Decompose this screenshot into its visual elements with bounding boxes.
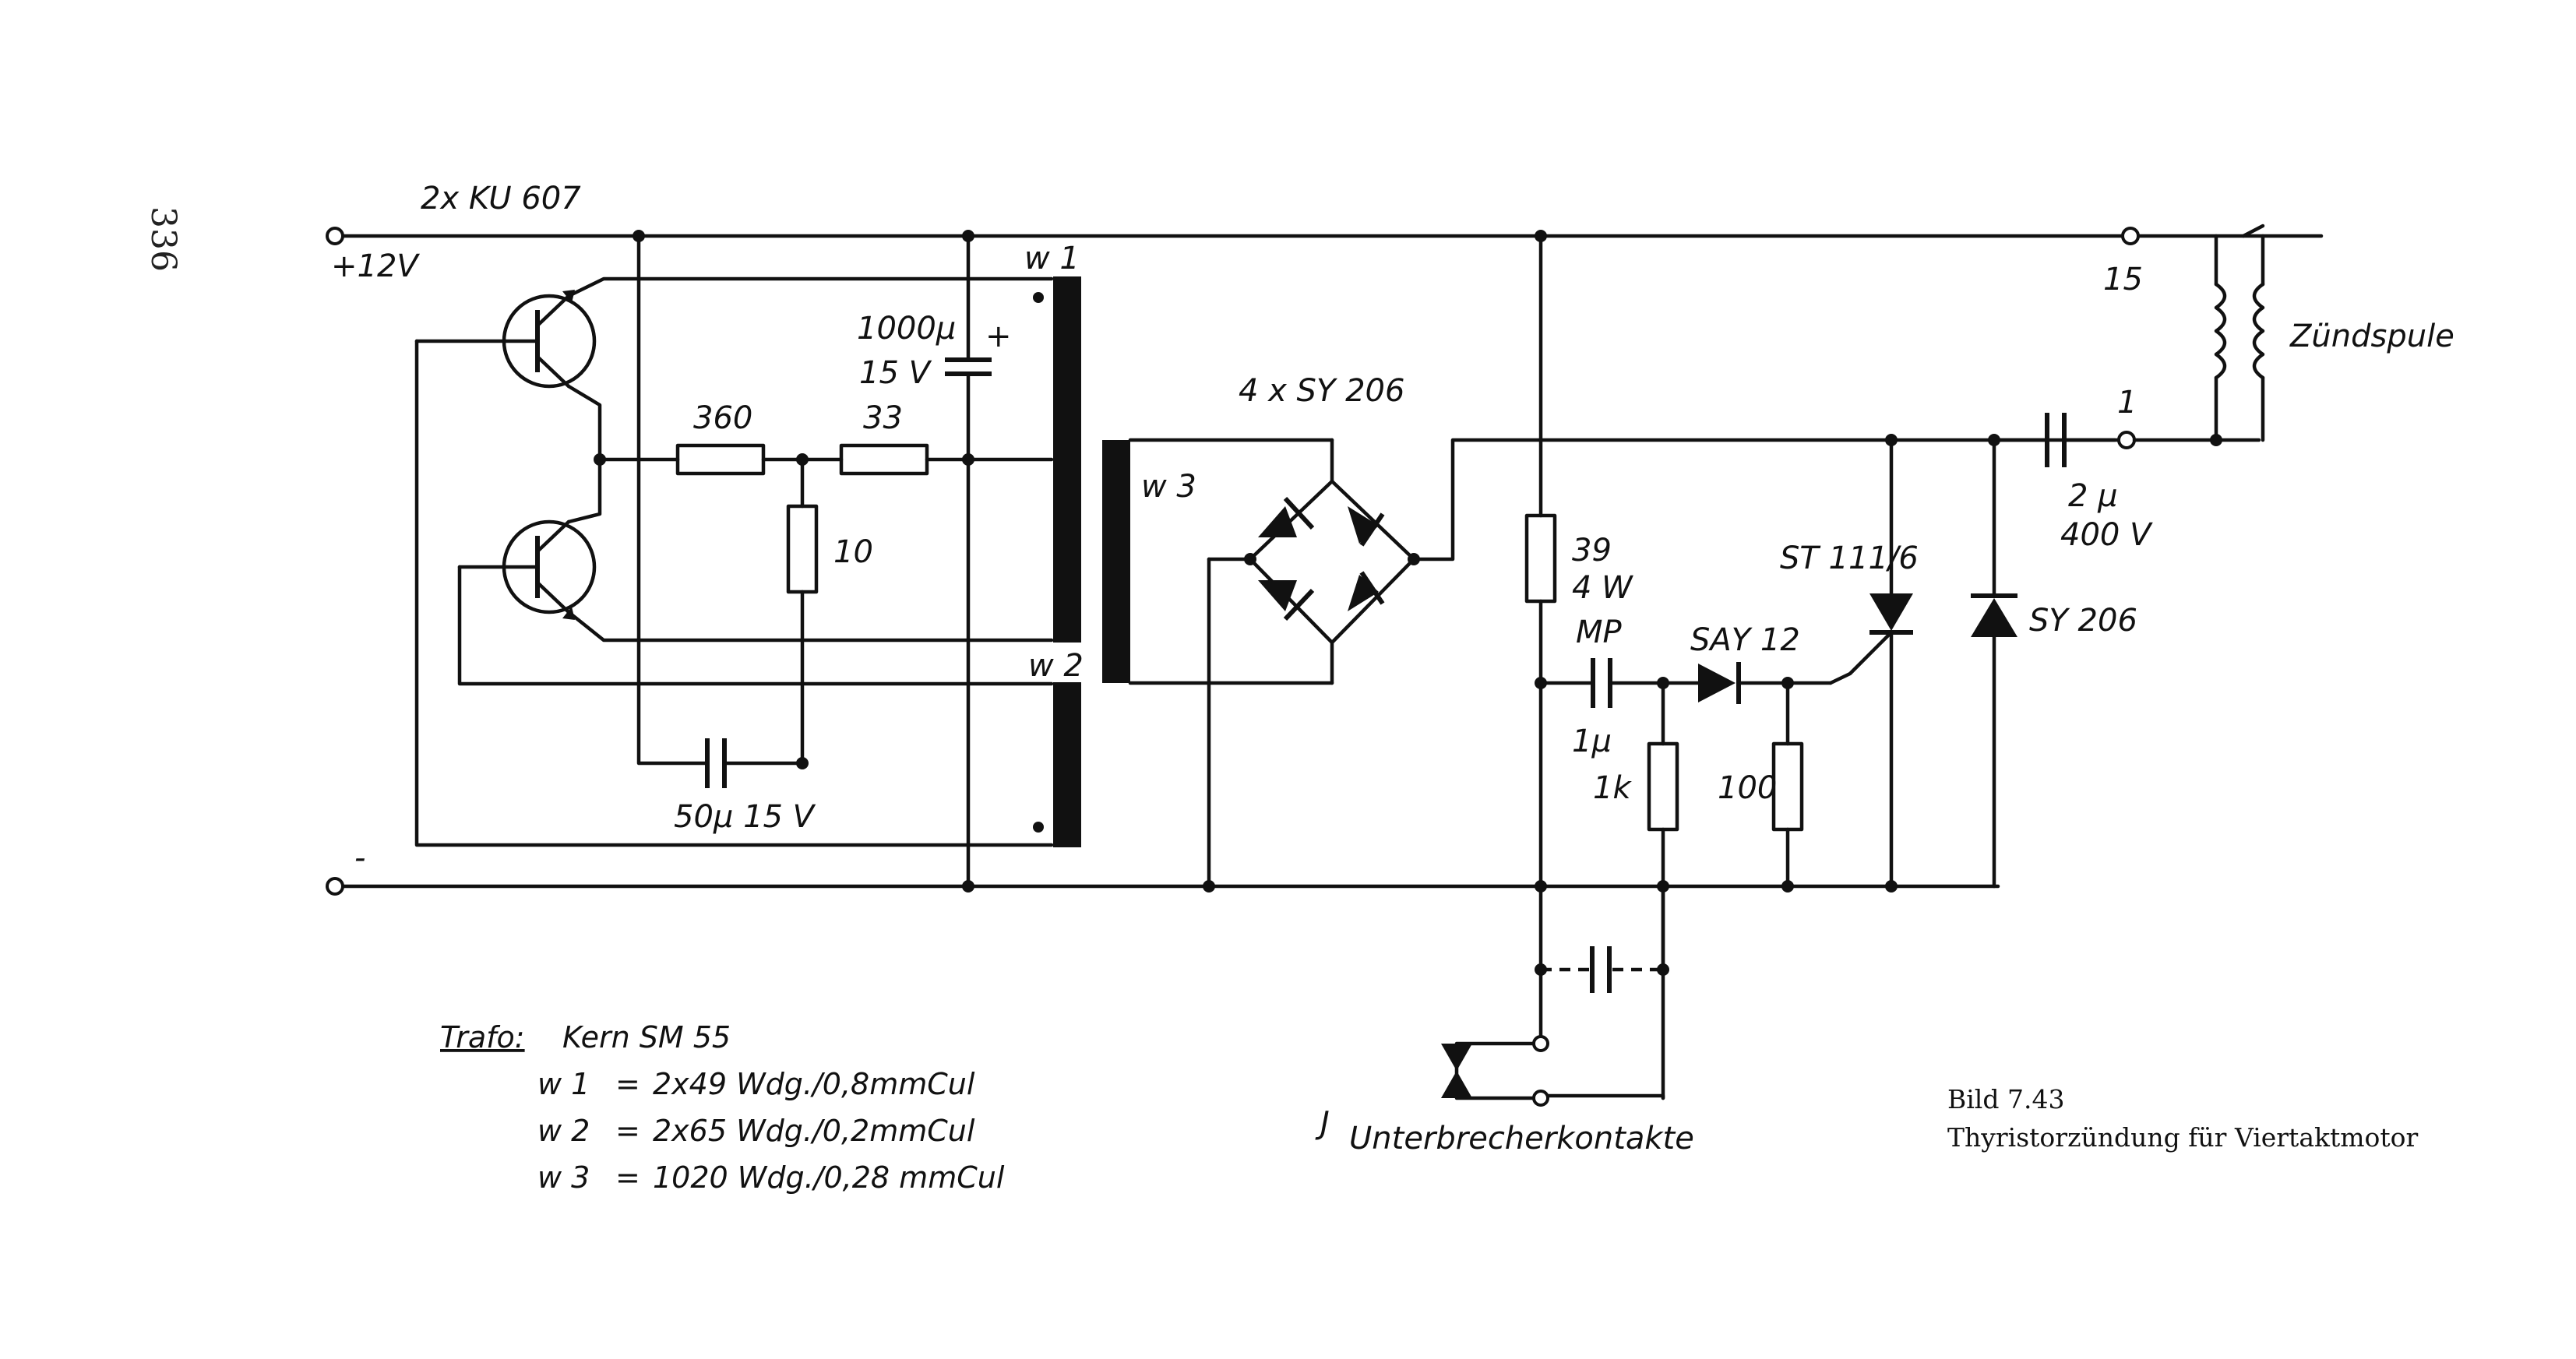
trafo-w3-name: w 3 [537, 1160, 590, 1195]
trafo-w3-eq: = [615, 1160, 640, 1195]
capacitor-1000u [945, 357, 992, 376]
diode-say12 [1698, 662, 1741, 704]
trafo-title: Trafo: [440, 1020, 525, 1054]
resistor-33 [839, 443, 929, 476]
label-cap-1000-plus: + [985, 319, 1012, 354]
diode-sy206 [1971, 593, 2017, 637]
transistor-lower [457, 519, 597, 620]
resistor-360 [675, 443, 766, 476]
capacitor-1u [1591, 658, 1612, 708]
label-r10: 10 [833, 534, 873, 570]
label-r39: 39 [1572, 533, 1612, 569]
label-cap-1000-v: 15 V [859, 355, 932, 391]
label-coil: Zündspule [2289, 319, 2454, 354]
label-r100: 100 [1718, 770, 1777, 806]
trafo-w1-eq: = [615, 1067, 640, 1101]
label-w2: w 2 [1028, 648, 1084, 684]
label-terminal-1: 1 [2117, 385, 2137, 421]
label-r360: 360 [693, 400, 752, 436]
label-plus-12v: +12V [331, 248, 420, 284]
label-say12: SAY 12 [1690, 622, 1800, 658]
trafo-w2-name: w 2 [537, 1114, 590, 1148]
plus-terminal [326, 227, 344, 245]
label-bridge: 4 x SY 206 [1239, 373, 1404, 409]
contact-lower [1532, 1090, 1549, 1107]
label-thyristor: ST 111/6 [1780, 540, 1919, 576]
label-cap-1000: 1000μ [857, 311, 956, 347]
label-contacts-mark: J [1315, 1105, 1330, 1141]
resistor-1k [1647, 741, 1679, 832]
label-cap-50: 50μ 15 V [674, 799, 816, 835]
terminal-1 [2117, 431, 2136, 449]
trafo-w1-name: w 1 [537, 1067, 590, 1101]
label-r1k: 1k [1593, 770, 1632, 806]
label-terminal-15: 15 [2103, 262, 2143, 298]
trafo-w2-spec: 2x65 Wdg./0,2mmCul [653, 1114, 975, 1148]
label-w1: w 1 [1024, 241, 1080, 276]
trafo-w1-spec: 2x49 Wdg./0,8mmCul [653, 1067, 975, 1101]
label-contacts: Unterbrecherkontakte [1349, 1121, 1694, 1157]
minus-terminal [326, 877, 344, 896]
figure-number: Bild 7.43 [1947, 1084, 2064, 1114]
junctions [594, 230, 2222, 976]
bridge-rectifier [1248, 438, 1416, 685]
trafo-w3-spec: 1020 Wdg./0,28 mmCul [653, 1160, 1005, 1195]
label-cap-2u-v: 400 V [2060, 517, 2153, 553]
label-minus: - [354, 840, 365, 876]
breaker-contacts [1441, 1041, 1535, 1100]
supply-rails [337, 234, 2324, 889]
capacitor-50u [705, 738, 727, 788]
label-transistors: 2x KU 607 [421, 181, 581, 217]
resistor-100 [1771, 741, 1804, 832]
label-r33: 33 [863, 400, 903, 436]
resistor-10 [786, 504, 819, 594]
trafo-w2-eq: = [615, 1114, 640, 1148]
transformer [1033, 276, 1130, 847]
label-sy206: SY 206 [2029, 603, 2137, 639]
transistor-upper [414, 290, 597, 389]
figure-caption: Thyristorzündung für Viertaktmotor [1947, 1122, 2419, 1153]
capacitor-2u [2045, 413, 2067, 467]
thyristor-st111 [1869, 593, 1913, 635]
ignition-coil [2214, 224, 2265, 442]
label-mp: MP [1576, 614, 1623, 650]
label-w3: w 3 [1141, 469, 1196, 505]
trafo-spec: Trafo: Kern SM 55 w 1 = 2x49 Wdg./0,8mmC… [440, 1020, 1005, 1195]
resistor-39 [1524, 513, 1557, 604]
terminal-15 [2121, 227, 2140, 245]
label-r39-w: 4 W [1572, 570, 1633, 606]
label-cap-2u: 2 μ [2068, 478, 2118, 514]
contact-upper [1532, 1035, 1549, 1052]
trafo-core: Kern SM 55 [562, 1020, 731, 1054]
label-cap-1u: 1μ [1572, 724, 1612, 759]
contact-capacitor [1538, 946, 1663, 993]
